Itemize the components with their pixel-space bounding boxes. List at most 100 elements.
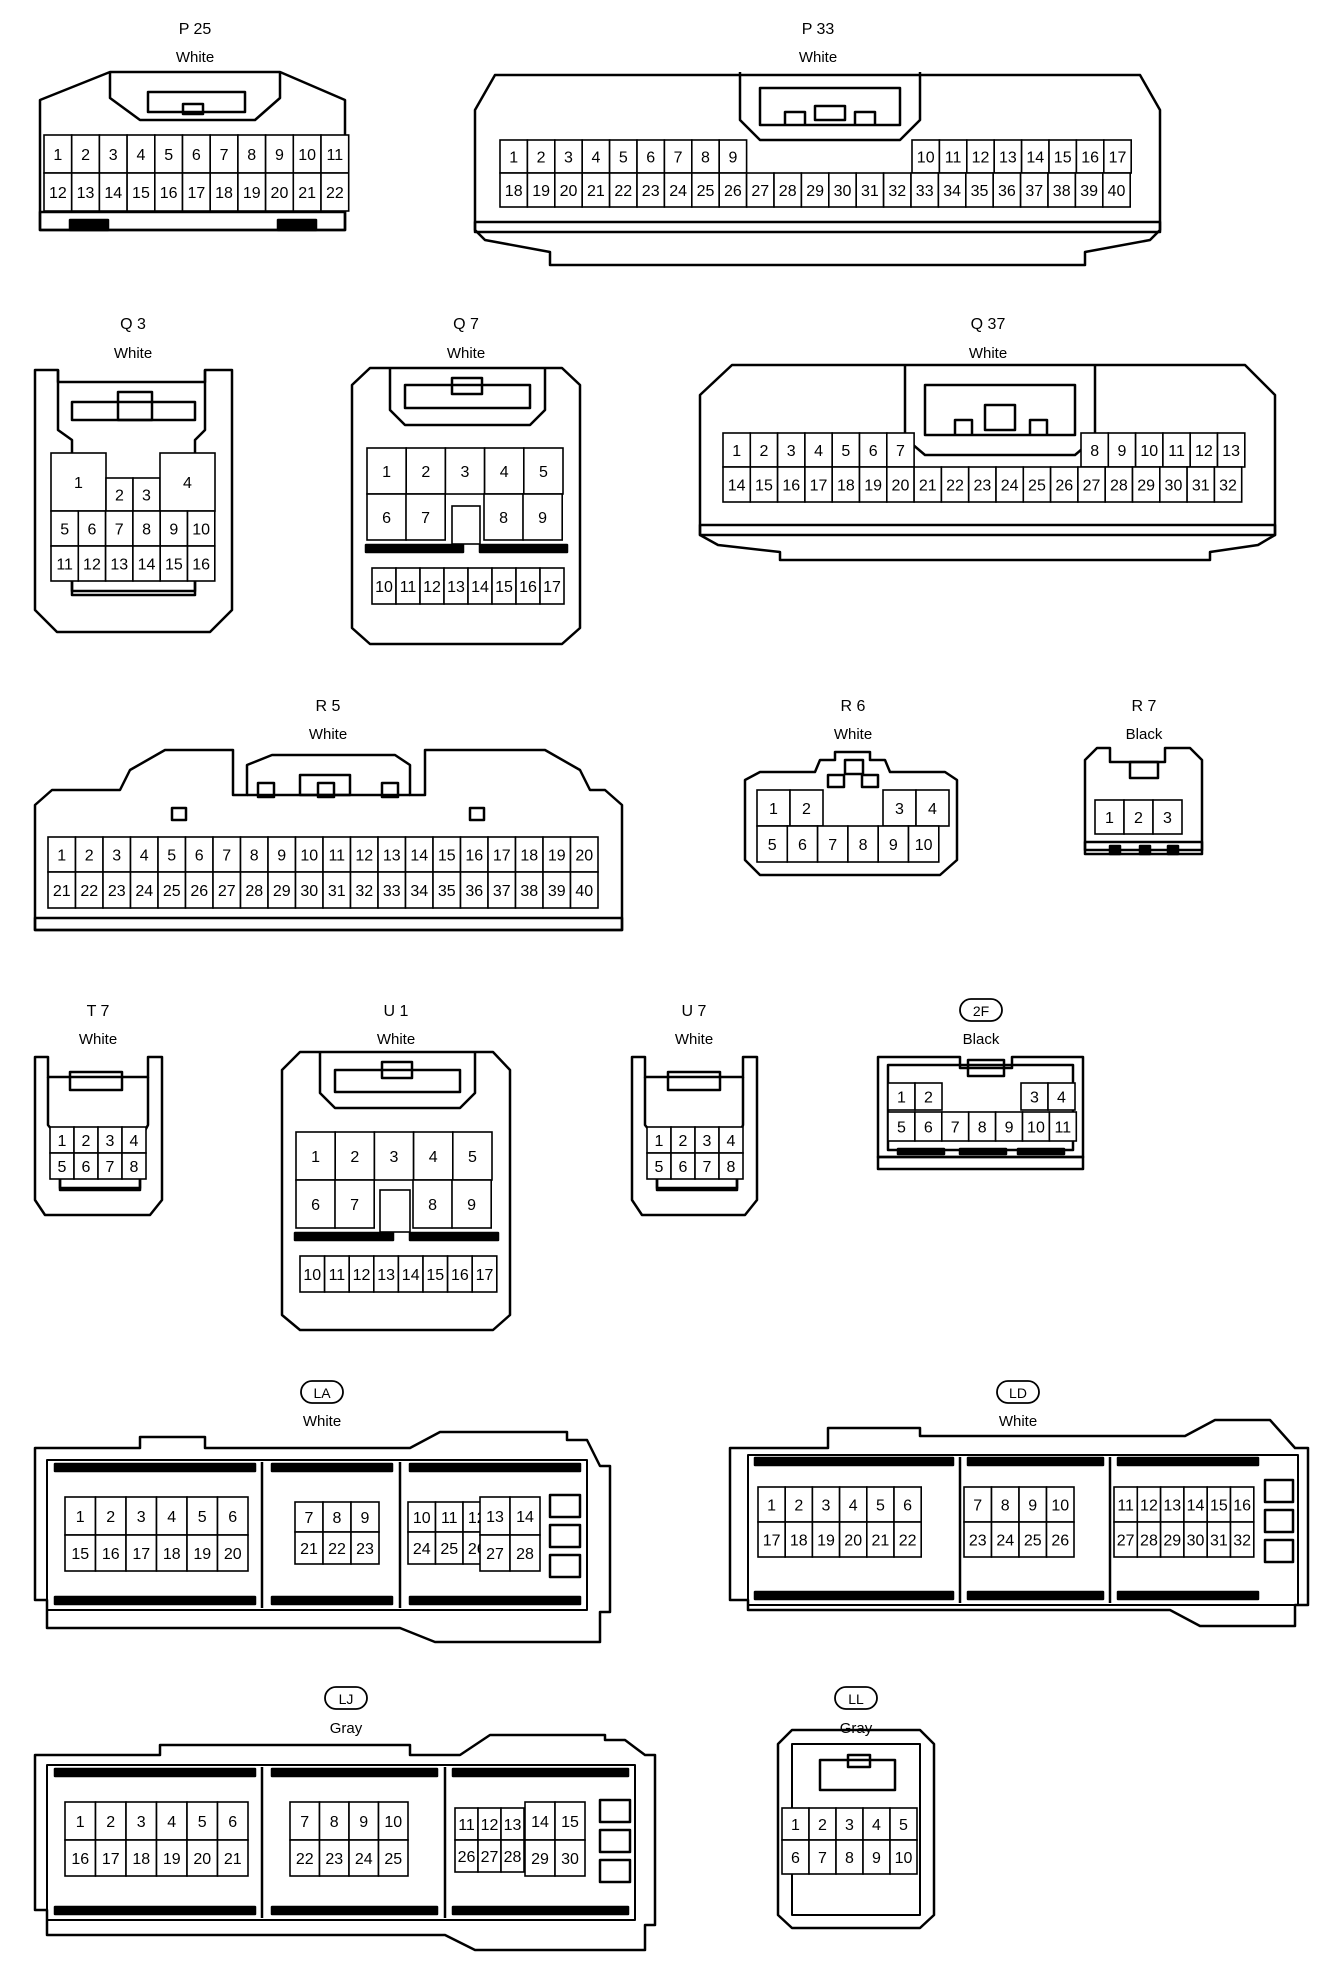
pin-number: 32 [355, 883, 373, 900]
pin-number: 32 [1219, 478, 1237, 495]
pin-cell: 10 [407, 1501, 437, 1533]
connector-color-label: White [176, 49, 214, 66]
pin-number: 28 [516, 1546, 534, 1563]
pin-number: 19 [193, 1546, 211, 1563]
pin-number: 16 [1081, 150, 1099, 167]
pin-number: 31 [861, 183, 879, 200]
pin-number: 5 [655, 1159, 664, 1176]
pin-cell: 5 [887, 1111, 916, 1142]
pin-cell: 18 [514, 836, 544, 873]
pin-cell: 16 [515, 567, 541, 605]
pin-cell: 13 [443, 567, 469, 605]
pin-cell: 26 [454, 1839, 479, 1873]
pin-cell: 11 [323, 1255, 351, 1293]
pin-number: 11 [1055, 1120, 1072, 1137]
pin-cell: 1 [646, 1126, 672, 1154]
pin-number: 22 [296, 1851, 314, 1868]
pin-number: 14 [1187, 1498, 1205, 1515]
pin-cell: 19 [526, 172, 556, 208]
pin-cell: 29 [800, 172, 830, 208]
pin-number: 1 [769, 801, 778, 818]
pin-number: 19 [243, 185, 261, 202]
pin-cell: 6 [216, 1801, 249, 1841]
connector-color-label: White [114, 345, 152, 362]
pin-cell: 39 [1074, 172, 1104, 208]
pin-number: 3 [137, 1509, 146, 1526]
pin-number: 2 [82, 1133, 91, 1150]
connector-code-label: Q 7 [453, 316, 479, 333]
pin-cell: 29 [1159, 1521, 1185, 1558]
pin-number: 9 [889, 837, 898, 854]
pin-cell: 13 [372, 1255, 400, 1293]
pin-cell: 27 [745, 172, 775, 208]
connector-r7-body [1083, 746, 1204, 856]
pin-number: 34 [410, 883, 428, 900]
pin-number: 3 [895, 801, 904, 818]
pin-number: 22 [614, 183, 632, 200]
pin-number: 1 [1105, 810, 1114, 827]
pin-cell: 7 [816, 825, 849, 863]
pin-number: 17 [493, 848, 511, 865]
pin-cell: 8 [318, 1801, 350, 1841]
pin-cell: 37 [487, 871, 517, 909]
pin-cell: 16 [186, 545, 216, 582]
pin-cell: 37 [1019, 172, 1049, 208]
pin-number: 2 [537, 150, 546, 167]
pin-cell: 20 [553, 172, 583, 208]
pin-number: 12 [972, 150, 990, 167]
pin-cell: 24 [407, 1531, 437, 1565]
pin-number: 15 [1054, 150, 1072, 167]
pin-cell: 3 [776, 432, 806, 468]
pin-number: 7 [951, 1120, 960, 1137]
pin-cell: 33 [910, 172, 940, 208]
pin-number: 4 [1057, 1090, 1066, 1107]
pin-number: 29 [1137, 478, 1155, 495]
pin-cell: 6 [216, 1496, 249, 1536]
pin-number: 12 [353, 1267, 371, 1284]
pin-cell: 18 [499, 172, 529, 208]
pin-cell: 15 [491, 567, 517, 605]
pin-cell: 5 [154, 134, 184, 174]
pin-number: 5 [619, 150, 628, 167]
pin-number: 8 [499, 510, 508, 527]
pin-number: 14 [471, 579, 489, 596]
connector-color-label: White [309, 726, 347, 743]
pin-number: 19 [864, 478, 882, 495]
pin-cell: 8 [1080, 432, 1110, 468]
pin-number: 8 [130, 1159, 139, 1176]
pin-number: 6 [311, 1197, 320, 1214]
pin-number: 9 [467, 1197, 476, 1214]
pin-cell: 2 [789, 789, 824, 827]
pin-number: 12 [355, 848, 373, 865]
pin-number: 20 [193, 1851, 211, 1868]
pin-cell: 27 [1113, 1521, 1139, 1558]
pin-cell: 14 [722, 466, 752, 503]
connector-code-label: U 7 [682, 1003, 707, 1020]
pin-cell: 4 [155, 1496, 188, 1536]
pin-number: 24 [135, 883, 153, 900]
pin-number: 13 [1163, 1498, 1181, 1515]
pin-number: 19 [532, 183, 550, 200]
pin-number: 6 [646, 150, 655, 167]
pin-number: 12 [1195, 443, 1213, 460]
pin-cell: 7 [940, 1111, 970, 1142]
pin-cell: 28 [1136, 1521, 1162, 1558]
pin-number: 21 [298, 185, 316, 202]
pin-number: 15 [495, 579, 513, 596]
pin-cell: 15 [749, 466, 779, 503]
pin-cell: 9 [348, 1801, 380, 1841]
pin-number: 15 [132, 185, 150, 202]
connector-color-label: White [377, 1031, 415, 1048]
connector-color-label: Black [1126, 726, 1163, 743]
pin-cell: 9 [718, 139, 748, 174]
pin-cell: 13 [104, 545, 134, 582]
pin-cell: 23 [967, 466, 997, 503]
pin-cell: 18 [125, 1839, 158, 1877]
pin-cell: 22 [940, 466, 970, 503]
pin-cell: 34 [404, 871, 434, 909]
pin-cell: 8 [690, 139, 720, 174]
pin-cell: 36 [459, 871, 489, 909]
pin-cell: 1 [722, 432, 752, 468]
pin-cell: 26 [184, 871, 214, 909]
pin-number: 21 [53, 883, 71, 900]
